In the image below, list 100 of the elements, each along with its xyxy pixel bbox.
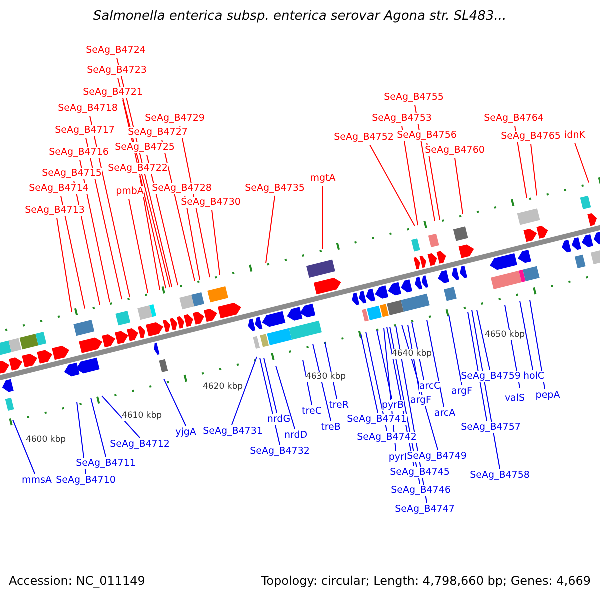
leader-line bbox=[454, 158, 464, 215]
leader-line bbox=[140, 176, 160, 290]
gene-label: treR bbox=[329, 400, 349, 411]
leader-line bbox=[366, 332, 388, 432]
gene-label: SeAg_B4735 bbox=[245, 183, 305, 194]
gene-label: arcA bbox=[434, 408, 456, 419]
gene-label: SeAg_B4725 bbox=[115, 142, 175, 153]
leader-line bbox=[90, 116, 130, 298]
gene-label: SeAg_B4722 bbox=[108, 163, 168, 174]
leader-line bbox=[574, 142, 590, 184]
leader-line bbox=[530, 300, 546, 390]
leader-line bbox=[232, 356, 258, 426]
leader-line bbox=[476, 310, 490, 370]
leader-line bbox=[266, 196, 276, 264]
gene-label: argF bbox=[410, 395, 432, 406]
gene-label: treC bbox=[302, 406, 322, 417]
leader-line bbox=[360, 334, 378, 414]
gene-label: SeAg_B4755 bbox=[384, 92, 444, 103]
gene-label: holC bbox=[523, 371, 545, 382]
gene-label: SeAg_B4749 bbox=[407, 451, 467, 462]
leader-line bbox=[90, 398, 106, 458]
gene-label: nrdG bbox=[267, 414, 291, 425]
leader-line bbox=[520, 300, 534, 370]
gene-label: treB bbox=[321, 422, 341, 433]
leader-line bbox=[260, 358, 280, 446]
gene-label: nrdD bbox=[284, 430, 308, 441]
gene-label: yjgA bbox=[176, 427, 196, 438]
leader-line bbox=[376, 330, 392, 400]
gene-label: argF bbox=[451, 386, 473, 397]
gene-label: SeAg_B4747 bbox=[395, 504, 455, 515]
gene-label: SeAg_B4742 bbox=[357, 432, 417, 443]
leader-line bbox=[102, 396, 140, 438]
leader-line bbox=[312, 344, 332, 422]
position-label: 4650 kbp bbox=[484, 330, 526, 340]
leader-line bbox=[370, 144, 416, 227]
gene-label: SeAg_B4723 bbox=[87, 65, 147, 76]
gene-label: SeAg_B4729 bbox=[145, 113, 205, 124]
gene-label: SeAg_B4732 bbox=[250, 446, 310, 457]
gene-label: mgtA bbox=[310, 173, 336, 184]
gene-label: arcC bbox=[419, 381, 441, 392]
gene-label: SeAg_B4741 bbox=[347, 414, 407, 425]
leader-line bbox=[408, 324, 420, 394]
leader-line bbox=[86, 138, 122, 300]
leader-line bbox=[426, 142, 440, 220]
gene-label: idnK bbox=[564, 130, 586, 141]
gene-label: SeAg_B4714 bbox=[29, 183, 89, 194]
gene-label: SeAg_B4718 bbox=[58, 103, 118, 114]
leader-line bbox=[212, 210, 220, 276]
leader-line bbox=[164, 378, 186, 426]
leader-line bbox=[80, 160, 110, 303]
gene-label: SeAg_B4717 bbox=[55, 125, 115, 136]
leader-line bbox=[184, 196, 200, 280]
gene-label: pyrI bbox=[388, 452, 408, 463]
gene-label: SeAg_B4716 bbox=[49, 147, 109, 158]
footer-text: Topology: circular; Length: 4,798,660 bp; Genes: 4,669 bbox=[261, 574, 591, 588]
position-label: 4640 kbp bbox=[392, 349, 432, 359]
gene-label: SeAg_B4745 bbox=[390, 467, 450, 478]
gene-label: SeAg_B4728 bbox=[152, 183, 212, 194]
gene-label: pepA bbox=[536, 390, 560, 401]
leader-line bbox=[56, 218, 72, 312]
gene-label: pyrB bbox=[382, 400, 404, 411]
gene-label: mmsA bbox=[22, 475, 52, 486]
leader-line bbox=[76, 402, 86, 474]
title: Salmonella enterica subsp. enterica serovar Agona str. SL483... bbox=[92, 9, 508, 24]
leader-line bbox=[276, 366, 296, 430]
gene-label: SeAg_B4756 bbox=[397, 130, 457, 141]
gene-label: pmbA bbox=[116, 186, 144, 197]
position-label: 4600 kbp bbox=[26, 435, 66, 445]
gene-label: SeAg_B4764 bbox=[484, 113, 544, 124]
leader-line bbox=[128, 198, 148, 294]
gene-label: SeAg_B4758 bbox=[470, 470, 530, 481]
gene-label: SeAg_B4753 bbox=[372, 113, 432, 124]
position-label: 4620 kbp bbox=[202, 382, 244, 392]
leader-line bbox=[402, 324, 438, 450]
position-label: 4630 kbp bbox=[306, 372, 346, 382]
gene-label: SeAg_B4746 bbox=[391, 485, 451, 496]
leader-line bbox=[426, 320, 444, 408]
gene-label: SeAg_B4765 bbox=[501, 131, 561, 142]
leader-line bbox=[60, 196, 86, 310]
gene-label: SeAg_B4731 bbox=[203, 426, 263, 437]
leader-line bbox=[514, 126, 528, 199]
gene-label: SeAg_B4752 bbox=[334, 132, 394, 143]
leader-line bbox=[12, 420, 36, 474]
gene-label: SeAg_B4715 bbox=[42, 168, 102, 179]
gene-label: SeAg_B4757 bbox=[461, 422, 521, 433]
gene-label: SeAg_B4721 bbox=[83, 87, 143, 98]
leader-line bbox=[530, 144, 538, 196]
gene-label: SeAg_B4730 bbox=[181, 197, 241, 208]
leader-line bbox=[468, 312, 488, 422]
leader-line bbox=[264, 358, 278, 414]
gene-label: SeAg_B4710 bbox=[56, 475, 116, 486]
gene-label: SeAg_B4711 bbox=[76, 458, 136, 469]
footer-text: Accession: NC_011149 bbox=[9, 574, 146, 588]
gene-label: SeAg_B4713 bbox=[25, 205, 85, 216]
gene-label: SeAg_B4727 bbox=[128, 127, 188, 138]
leader-line bbox=[322, 186, 324, 250]
position-label: 4610 kbp bbox=[122, 411, 162, 421]
leader-line bbox=[472, 310, 500, 470]
gene-label: SeAg_B4712 bbox=[110, 439, 170, 450]
gene-label: SeAg_B4724 bbox=[86, 45, 146, 56]
